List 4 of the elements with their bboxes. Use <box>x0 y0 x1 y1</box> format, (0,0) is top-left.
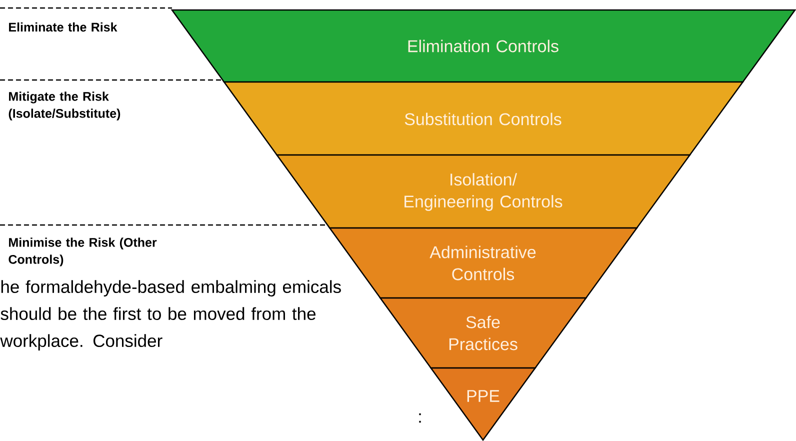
colon-mark: : <box>419 413 421 423</box>
side-label: Mitigate the Risk (Isolate/Substitute) <box>8 92 120 120</box>
side-label: Minimise the Risk (Other Controls) <box>8 238 157 266</box>
side-label: Eliminate the Risk <box>9 22 118 32</box>
